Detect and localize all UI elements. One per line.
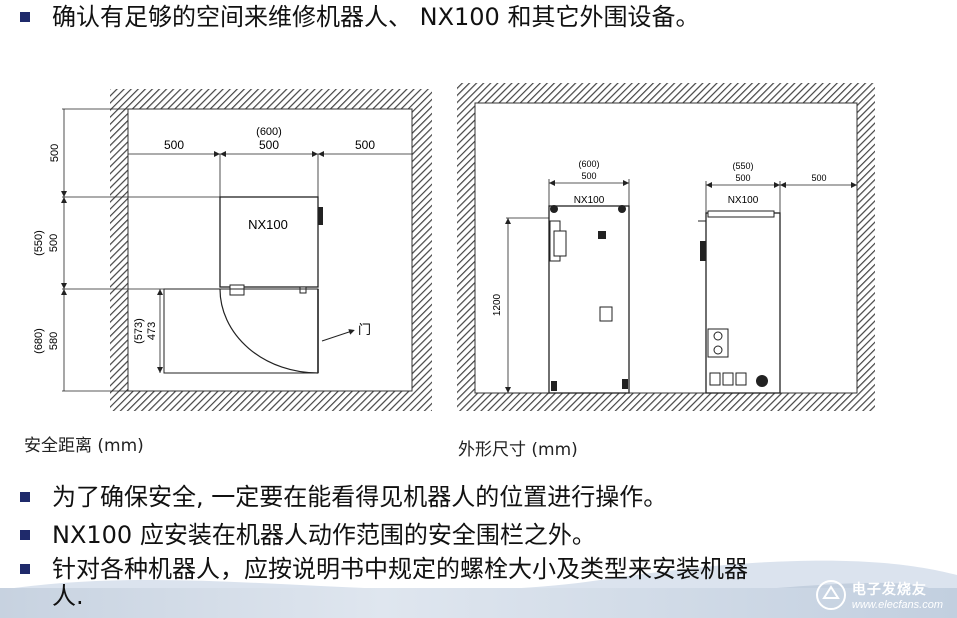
- wall-left-right: [457, 83, 475, 411]
- side-view-cabinet: [705, 212, 781, 394]
- door-label: 门: [358, 322, 371, 337]
- wall-right: [412, 89, 432, 411]
- dim-left-mid: 500: [48, 234, 60, 252]
- dim-front-width-paren: (600): [578, 159, 599, 169]
- wall-top: [110, 89, 432, 109]
- dim-left-bottom-paren: (680): [33, 328, 45, 354]
- bullet-text: NX100 应安装在机器人动作范围的安全围栏之外。: [52, 521, 596, 549]
- watermark-title: 电子发烧友: [851, 581, 927, 597]
- bullet-item-bolts: 针对各种机器人，应按说明书中规定的螺栓大小及类型来安装机器 人.: [20, 554, 748, 611]
- safety-distance-diagram: 500 (600) 500 500 500 (550) 500 (680) 58…: [33, 89, 432, 411]
- wall-top-right: [457, 83, 875, 103]
- dim-height: 1200: [492, 293, 503, 316]
- diagram-panel: 500 (600) 500 500 500 (550) 500 (680) 58…: [24, 61, 895, 460]
- watermark-logo-icon: [815, 580, 846, 610]
- nx100-unit: [219, 196, 319, 288]
- dim-front-width: 500: [581, 171, 596, 181]
- dim-top-mid: 500: [259, 138, 279, 152]
- bullet-item-space: 确认有足够的空间来维修机器人、 NX100 和其它外围设备。: [20, 2, 699, 32]
- diagram-drawing: 500 (600) 500 500 500 (550) 500 (680) 58…: [33, 83, 875, 411]
- outline-dimensions-diagram: 1200 (600) 500 (550) 500 500 NX100 NX100: [457, 83, 875, 411]
- dim-top-mid-paren: (600): [256, 126, 282, 138]
- dim-left-bottom: 580: [48, 332, 60, 350]
- watermark: 电子发烧友 www.elecfans.com: [814, 578, 943, 612]
- nx100-label-front: NX100: [574, 195, 605, 206]
- bullet-item-safety: 为了确保安全, 一定要在能看得见机器人的位置进行操作。: [20, 482, 667, 512]
- dim-side-width-paren: (550): [732, 161, 753, 171]
- bullet-square-icon: [20, 492, 30, 502]
- bullet-text: 确认有足够的空间来维修机器人、 NX100 和其它外围设备。: [52, 3, 700, 31]
- dim-door: 473: [146, 322, 158, 340]
- nx100-label-left: NX100: [248, 217, 288, 232]
- dim-top-right: 500: [355, 138, 375, 152]
- wall-right-right: [857, 83, 875, 411]
- dim-side-width: 500: [735, 173, 750, 183]
- watermark-url: www.elecfans.com: [851, 599, 943, 611]
- wall-left: [110, 89, 128, 411]
- nx100-label-side: NX100: [728, 195, 759, 206]
- bullet-square-icon: [20, 564, 30, 574]
- background-bottom-band: [0, 588, 957, 618]
- bullet-item-install: NX100 应安装在机器人动作范围的安全围栏之外。: [20, 520, 596, 550]
- dim-side-clearance: 500: [811, 173, 826, 183]
- dim-left-mid-paren: (550): [33, 230, 45, 256]
- dim-top-left: 500: [164, 138, 184, 152]
- bullet-square-icon: [20, 12, 30, 22]
- wall-bottom-right: [457, 393, 875, 411]
- bullet-text: 为了确保安全, 一定要在能看得见机器人的位置进行操作。: [52, 483, 668, 511]
- left-diagram-caption: 安全距离 (mm): [24, 436, 144, 456]
- bullet-square-icon: [20, 530, 30, 540]
- bullet-text-line2: 人.: [52, 582, 84, 610]
- dim-door-paren: (573): [133, 318, 145, 344]
- wall-bottom: [110, 391, 432, 411]
- right-diagram-caption: 外形尺寸 (mm): [458, 440, 578, 460]
- bullet-text-line1: 针对各种机器人，应按说明书中规定的螺栓大小及类型来安装机器: [52, 555, 748, 583]
- dim-left-top: 500: [49, 144, 61, 162]
